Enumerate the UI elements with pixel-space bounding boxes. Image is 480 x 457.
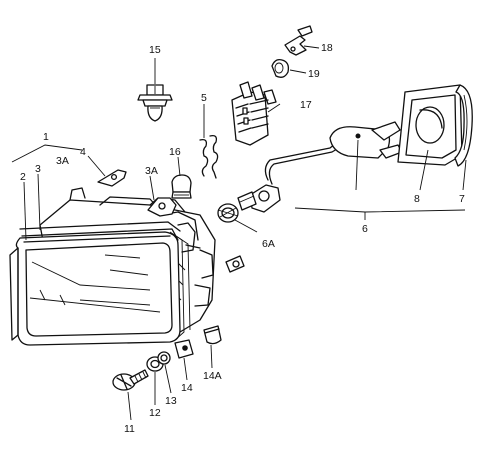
label-19: 19	[308, 68, 320, 80]
wedge-bulb	[225, 255, 245, 273]
screw-11	[112, 369, 149, 391]
label-1: 1	[43, 131, 49, 143]
connector-17	[231, 81, 277, 146]
label-6: 6	[362, 223, 368, 235]
label-7: 7	[459, 193, 465, 205]
leader-lines	[11, 45, 467, 421]
label-8: 8	[414, 193, 420, 205]
label-4: 4	[80, 146, 86, 158]
label-12: 12	[149, 407, 161, 419]
retaining-clip-4	[97, 169, 127, 187]
label-5: 5	[201, 92, 207, 104]
seal-ring-6a	[217, 203, 239, 223]
label-3a-mid: 3A	[145, 165, 158, 177]
adjuster-3a	[147, 197, 177, 217]
parking-bulb-16	[171, 174, 192, 199]
wire-clip-18	[284, 25, 313, 56]
label-14: 14	[181, 382, 193, 394]
label-6a: 6A	[262, 238, 275, 250]
label-2: 2	[20, 171, 26, 183]
label-13: 13	[165, 395, 177, 407]
label-15: 15	[149, 44, 161, 56]
rubber-seal-7	[454, 84, 473, 167]
headlight-housing	[9, 187, 216, 346]
rear-cover-8	[397, 84, 463, 166]
washer-13	[157, 351, 171, 365]
label-3a-left: 3A	[56, 155, 69, 167]
label-14a: 14A	[203, 370, 222, 382]
callout-labels: 1 2 3 3A 4 3A 15 5 16 17 18 19 8 7 6 6A …	[20, 42, 465, 435]
label-16: 16	[169, 146, 181, 158]
label-18: 18	[321, 42, 333, 54]
grommet-19	[271, 58, 290, 78]
label-17: 17	[300, 99, 312, 111]
clip-nut-14	[174, 339, 194, 359]
halogen-bulb-15	[137, 84, 173, 122]
wiring-harness-6	[237, 121, 403, 213]
spring-clip-5	[199, 134, 219, 179]
expansion-nut-14a	[203, 325, 222, 345]
label-11: 11	[124, 423, 135, 435]
label-3: 3	[35, 163, 41, 175]
